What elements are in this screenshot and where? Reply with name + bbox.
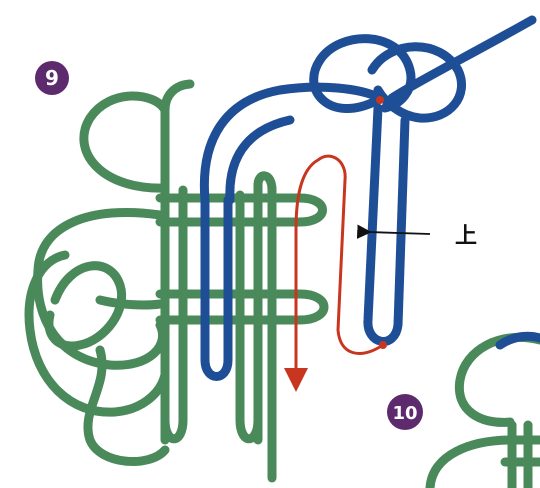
step10-blue-arch <box>500 336 540 345</box>
green-u-left <box>165 420 183 439</box>
step-badge-9: 9 <box>35 61 69 95</box>
annotation: 上 <box>368 224 477 249</box>
red-start-dot <box>379 341 387 349</box>
blue-long-loop <box>368 108 405 341</box>
green-cord <box>29 84 324 478</box>
green-top-arch <box>165 84 190 110</box>
green-top-cap <box>258 176 272 190</box>
step10-green-loop <box>459 337 540 422</box>
step-badge-10: 10 <box>387 394 423 430</box>
step-number-10: 10 <box>392 403 417 424</box>
green-left-strand <box>100 300 160 305</box>
blue-knot-dot <box>376 96 384 104</box>
annotation-label: 上 <box>455 224 477 249</box>
arrow-left-icon <box>368 232 430 234</box>
step-10-preview <box>430 336 540 488</box>
step-number-9: 9 <box>45 66 59 90</box>
green-u-right <box>240 420 258 439</box>
